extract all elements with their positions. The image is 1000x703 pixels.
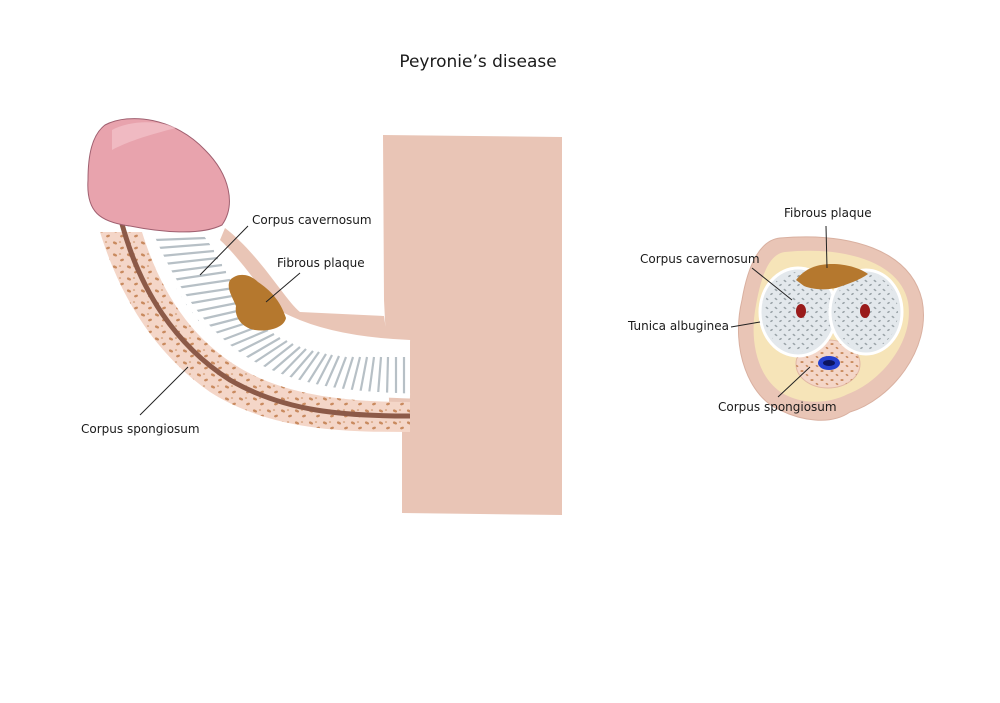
urethra-line — [119, 223, 411, 419]
xs-artery-left — [796, 304, 806, 318]
xs-label-fibrous-plaque: Fibrous plaque — [784, 206, 872, 220]
xs-label-corpus-spongiosum: Corpus spongiosum — [718, 400, 837, 414]
shaft-skin — [220, 228, 388, 344]
label-corpus-cavernosum: Corpus cavernosum — [252, 213, 372, 227]
torso — [383, 135, 562, 515]
xs-artery-right — [860, 304, 870, 318]
glans — [87, 118, 230, 233]
label-corpus-spongiosum: Corpus spongiosum — [81, 422, 200, 436]
xs-label-tunica-albuginea: Tunica albuginea — [628, 319, 730, 333]
label-fibrous-plaque: Fibrous plaque — [277, 256, 365, 270]
xs-label-corpus-cavernosum: Corpus cavernosum — [640, 252, 760, 266]
page-title: Peyronie’s disease — [399, 52, 557, 72]
fibrous-plaque — [228, 274, 286, 331]
xs-plaque — [796, 264, 868, 290]
